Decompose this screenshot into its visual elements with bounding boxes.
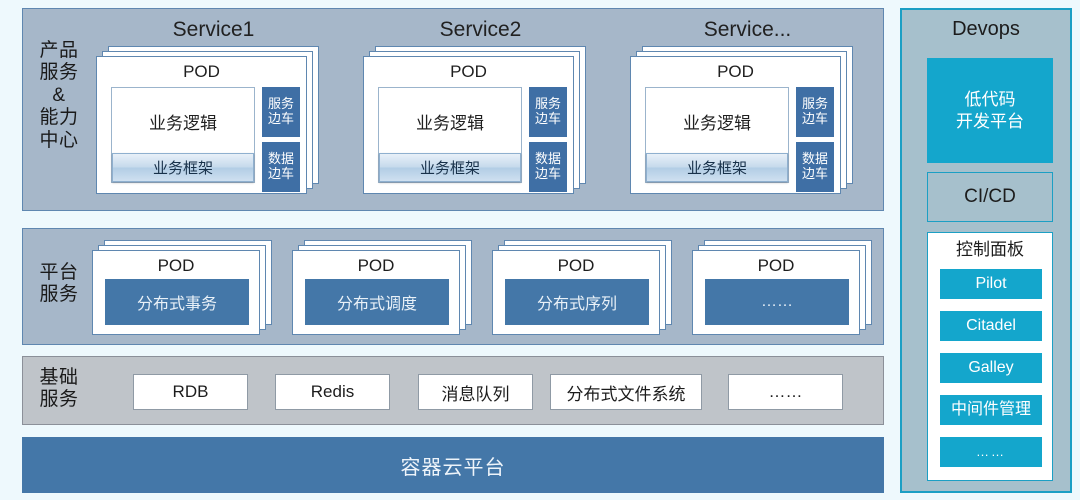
business-framework-bar[interactable]: 业务框架 (646, 153, 788, 182)
lowcode-platform-block[interactable]: 低代码 开发平台 (927, 58, 1053, 163)
label-line: 基础 (39, 367, 79, 388)
label-line: 服务 (39, 62, 79, 84)
platform-service-box[interactable]: …… (705, 279, 849, 325)
pod-card[interactable]: POD …… (692, 250, 860, 335)
pod-stack[interactable]: POD 业务逻辑 业务框架 服务 边车 数据 边车 (96, 46, 331, 194)
platform-pod-stack-3[interactable]: POD 分布式序列 (492, 240, 682, 336)
sidecar-line: 边车 (534, 166, 561, 181)
pod-card[interactable]: POD 业务逻辑 业务框架 服务 边车 数据 边车 (96, 56, 307, 194)
service-title: Service... (703, 18, 792, 41)
label-line: 服务 (39, 284, 79, 306)
label-line: 中心 (39, 129, 79, 151)
platform-pod-stack-1[interactable]: POD 分布式事务 (92, 240, 282, 336)
pod-card[interactable]: POD 业务逻辑 业务框架 服务 边车 数据 边车 (630, 56, 841, 194)
service-title: Service2 (439, 18, 522, 41)
platform-service-row-label: 平台 服务 (22, 262, 96, 307)
service-group-1: Service1 POD 业务逻辑 业务框架 服务 边车 数据 边车 (96, 18, 331, 204)
business-framework-bar[interactable]: 业务框架 (379, 153, 521, 182)
container-cloud-platform-bar[interactable]: 容器云平台 (22, 437, 884, 493)
pod-stack[interactable]: POD 业务逻辑 业务框架 服务 边车 数据 边车 (363, 46, 598, 194)
service-sidecar[interactable]: 服务 边车 (529, 87, 567, 137)
business-logic-label: 业务逻辑 (149, 114, 217, 133)
label-line: 平台 (39, 262, 79, 283)
business-container: 业务逻辑 业务框架 (645, 87, 789, 183)
control-panel-item-citadel[interactable]: Citadel (940, 311, 1042, 341)
platform-service-box[interactable]: 分布式调度 (305, 279, 449, 325)
pod-label: POD (357, 256, 395, 275)
business-container: 业务逻辑 业务框架 (378, 87, 522, 183)
pod-label: POD (757, 256, 795, 275)
infra-chip-distributed-file-system[interactable]: 分布式文件系统 (550, 374, 702, 410)
pod-card[interactable]: POD 业务逻辑 业务框架 服务 边车 数据 边车 (363, 56, 574, 194)
lowcode-line: 低代码 (964, 90, 1016, 110)
sidecar-line: 边车 (267, 166, 294, 181)
infra-chip-more[interactable]: …… (728, 374, 843, 410)
sidecar-line: 边车 (801, 166, 828, 181)
label-line: 能力 (39, 107, 79, 129)
sidecar-line: 边车 (267, 111, 294, 126)
infra-chip-message-queue[interactable]: 消息队列 (418, 374, 533, 410)
platform-service-box[interactable]: 分布式事务 (105, 279, 249, 325)
sidecar-line: 服务 (267, 96, 294, 112)
infrastructure-service-row-label: 基础 服务 (22, 367, 96, 412)
label-line: 产品 (39, 40, 79, 61)
infra-chip-redis[interactable]: Redis (275, 374, 390, 410)
control-panel-block: 控制面板 Pilot Citadel Galley 中间件管理 …… (927, 232, 1053, 481)
pod-label: POD (157, 256, 195, 275)
service-group-3: Service... POD 业务逻辑 业务框架 服务 边车 数据 边车 (630, 18, 865, 204)
pod-label: POD (183, 62, 220, 81)
control-panel-item-galley[interactable]: Galley (940, 353, 1042, 383)
service-sidecar[interactable]: 服务 边车 (796, 87, 834, 137)
control-panel-item-pilot[interactable]: Pilot (940, 269, 1042, 299)
sidecar-line: 服务 (801, 96, 828, 112)
pod-label: POD (557, 256, 595, 275)
platform-service-box[interactable]: 分布式序列 (505, 279, 649, 325)
sidecar-line: 数据 (267, 151, 294, 167)
sidecar-line: 数据 (534, 151, 561, 167)
sidecar-line: 边车 (534, 111, 561, 126)
pod-label: POD (717, 62, 754, 81)
label-line: 服务 (39, 389, 79, 411)
data-sidecar[interactable]: 数据 边车 (262, 142, 300, 192)
pod-card[interactable]: POD 分布式事务 (92, 250, 260, 335)
infra-chip-rdb[interactable]: RDB (133, 374, 248, 410)
business-container: 业务逻辑 业务框架 (111, 87, 255, 183)
business-framework-bar[interactable]: 业务框架 (112, 153, 254, 182)
label-line: & (52, 84, 66, 106)
platform-pod-stack-4[interactable]: POD …… (692, 240, 882, 336)
platform-pod-stack-2[interactable]: POD 分布式调度 (292, 240, 482, 336)
cicd-block[interactable]: CI/CD (927, 172, 1053, 222)
product-service-row-label: 产品 服务 & 能力 中心 (22, 40, 96, 152)
pod-stack[interactable]: POD 业务逻辑 业务框架 服务 边车 数据 边车 (630, 46, 865, 194)
control-panel-item-middleware-management[interactable]: 中间件管理 (940, 395, 1042, 425)
data-sidecar[interactable]: 数据 边车 (529, 142, 567, 192)
service-group-2: Service2 POD 业务逻辑 业务框架 服务 边车 数据 边车 (363, 18, 598, 204)
sidecar-line: 服务 (534, 96, 561, 112)
service-sidecar[interactable]: 服务 边车 (262, 87, 300, 137)
sidecar-line: 数据 (801, 151, 828, 167)
pod-card[interactable]: POD 分布式调度 (292, 250, 460, 335)
data-sidecar[interactable]: 数据 边车 (796, 142, 834, 192)
service-title: Service1 (172, 18, 255, 41)
pod-card[interactable]: POD 分布式序列 (492, 250, 660, 335)
devops-title: Devops (952, 18, 1020, 40)
sidecar-line: 边车 (801, 111, 828, 126)
lowcode-line: 开发平台 (956, 111, 1024, 131)
business-logic-label: 业务逻辑 (683, 114, 751, 133)
pod-label: POD (450, 62, 487, 81)
control-panel-title: 控制面板 (956, 240, 1024, 259)
business-logic-label: 业务逻辑 (416, 114, 484, 133)
control-panel-item-more[interactable]: …… (940, 437, 1042, 467)
